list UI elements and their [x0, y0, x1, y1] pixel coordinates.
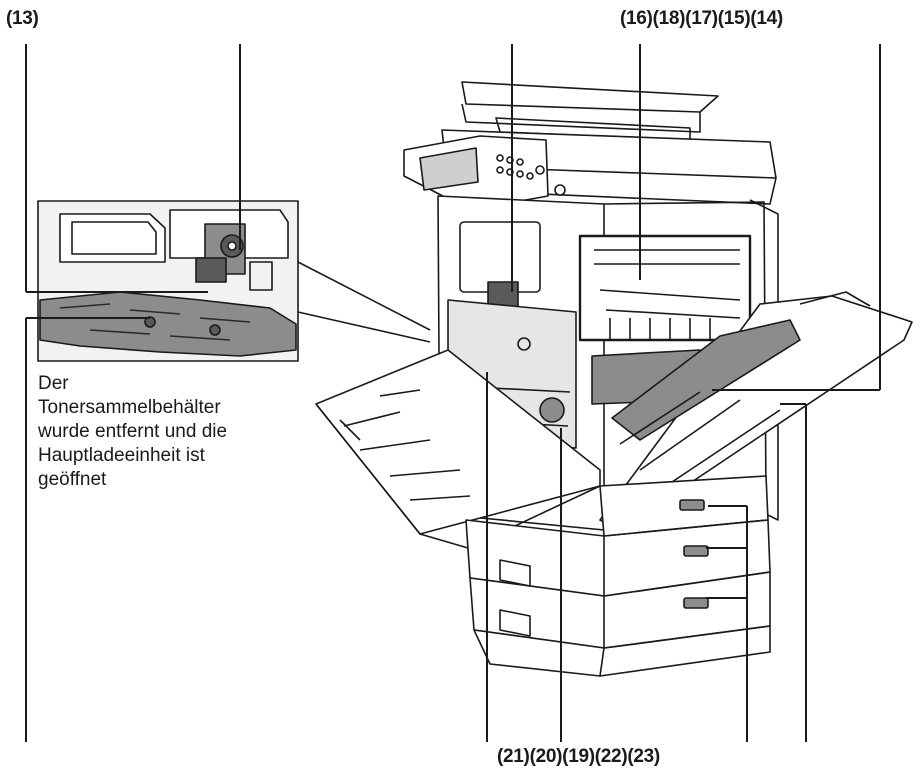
callout-labels-top: (16)(18)(17)(15)(14) [620, 8, 783, 29]
callout-label-13: (13) [6, 8, 39, 29]
front-cover-open [315, 349, 601, 549]
inset-detail [37, 200, 431, 362]
callout-labels-bottom: (21)(20)(19)(22)(23) [497, 746, 660, 767]
right-cover-open [599, 291, 913, 531]
leader-lines [25, 44, 881, 742]
inset-caption: Der Tonersammelbehälter wurde entfernt u… [38, 373, 228, 490]
paper-trays [465, 475, 771, 677]
